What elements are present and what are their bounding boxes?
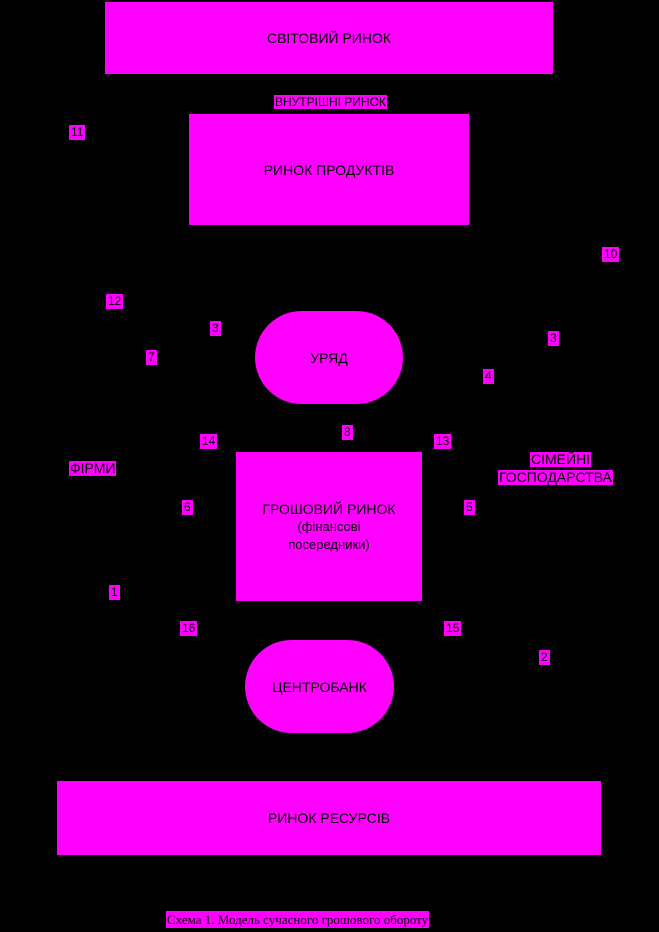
central-bank-node: ЦЕНТРОБАНК [245, 640, 394, 733]
flow-number-1: 1 [109, 585, 120, 600]
flow-number-10: 10 [602, 247, 620, 262]
flow-number-8: 8 [342, 425, 353, 440]
money-market-title: ГРОШОВИЙ РИНОК [262, 500, 396, 517]
households-label: СІМЕЙНІ ГОСПОДАРСТВА [498, 451, 613, 487]
flow-number-12: 12 [106, 294, 124, 309]
flow-number-3-right: 3 [548, 331, 559, 346]
flow-number-4: 4 [483, 369, 494, 384]
flow-number-15: 15 [444, 621, 462, 636]
flow-number-3-left: 3 [210, 321, 221, 336]
flow-number-16: 16 [180, 621, 198, 636]
government-label: УРЯД [310, 349, 348, 366]
resource-market-box: РИНОК РЕСУРСІВ [57, 781, 601, 855]
flow-number-6: 6 [182, 500, 193, 515]
domestic-market-label: ВНУТРІШНІ РИНОК [274, 95, 387, 109]
flow-number-2: 2 [539, 650, 550, 665]
flow-number-7: 7 [146, 350, 157, 365]
diagram-caption: Схема 1. Модель сучасного грошового обор… [166, 911, 430, 928]
world-market-box: СВІТОВИЙ РИНОК [105, 2, 553, 74]
flow-number-13: 13 [434, 434, 452, 449]
central-bank-label: ЦЕНТРОБАНК [272, 678, 367, 695]
world-market-label: СВІТОВИЙ РИНОК [266, 30, 392, 46]
product-market-box: РИНОК ПРОДУКТІВ [189, 114, 469, 225]
money-market-box: ГРОШОВИЙ РИНОК (фінансові посередники) [236, 452, 422, 601]
firms-label: ФІРМИ [69, 460, 117, 476]
product-market-label: РИНОК ПРОДУКТІВ [263, 161, 395, 178]
money-market-sub1: (фінансові [297, 518, 361, 534]
flow-number-14: 14 [200, 434, 218, 449]
flow-number-11: 11 [69, 125, 86, 140]
government-node: УРЯД [255, 311, 403, 404]
flow-number-5: 5 [464, 500, 475, 515]
households-line2: ГОСПОДАРСТВА [498, 469, 613, 485]
resource-market-label: РИНОК РЕСУРСІВ [267, 810, 391, 826]
money-market-sub2: посередники) [288, 536, 370, 552]
households-line1: СІМЕЙНІ [530, 451, 592, 467]
